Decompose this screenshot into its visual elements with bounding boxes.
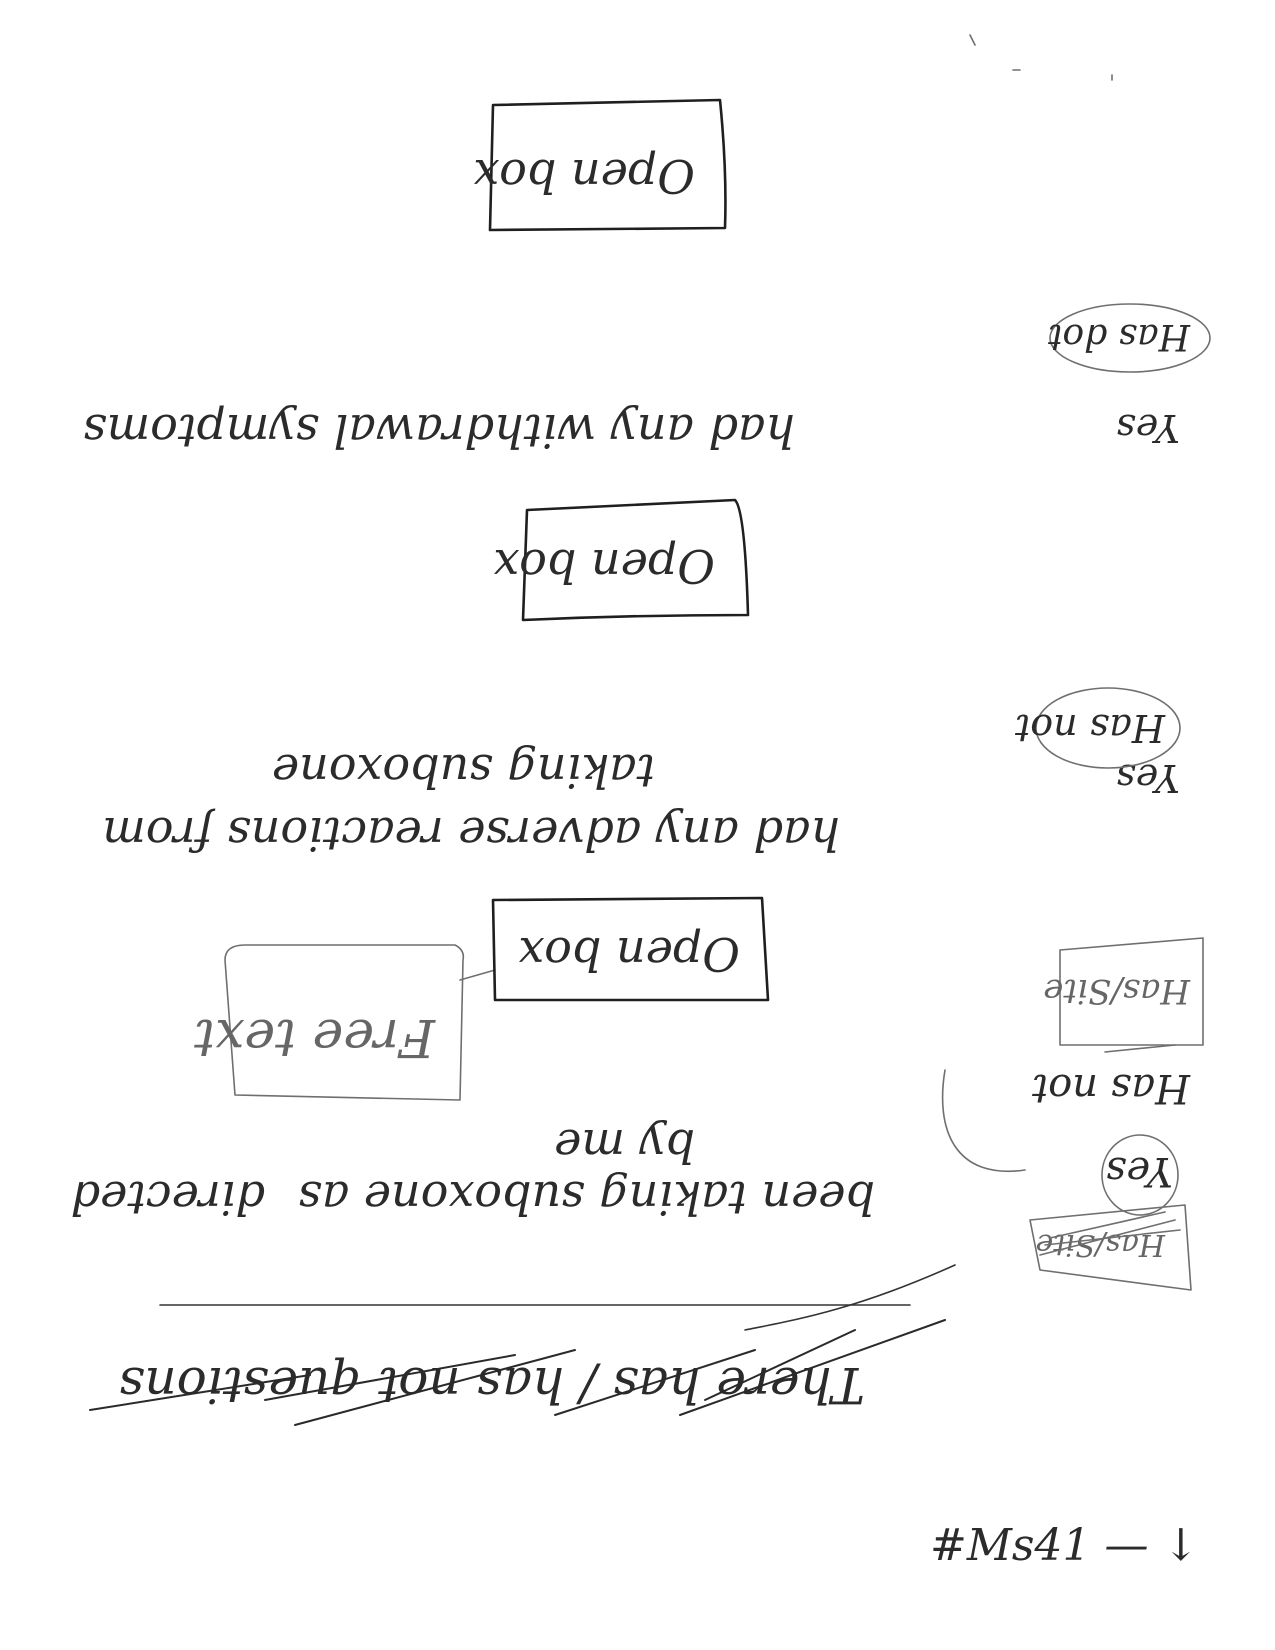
free-text-connector [459,969,496,981]
option-no-3: Has dot [1048,316,1191,357]
separator-tail [744,1264,956,1331]
connector-line [941,1069,1026,1173]
statement-1-line2: by me [554,1119,695,1173]
yes-circle-1 [1101,1134,1179,1216]
free-text-label: Free text [194,1007,436,1067]
statement-1-line1: been taking suboxone as [298,1171,875,1225]
open-box-1 [491,896,770,1002]
header-strike-lines [89,1319,946,1426]
no-circle-3 [1049,303,1211,373]
open-box-3-label: Open box [473,149,695,203]
open-box-1-label: Open box [518,927,740,981]
option-yes-1: Yes [1106,1148,1173,1194]
open-box-3 [488,98,727,232]
crossed-answer-box: Has/Site [1029,1204,1192,1291]
answer-box-1 [1059,937,1204,1046]
free-text-box [224,944,465,1101]
option-no-2: Has not [1014,706,1166,750]
statement-1-directed: directed [71,1171,265,1225]
statement-2-line1: had any adverse reactions from [102,807,840,861]
statement-3: had any withdrawal symptoms [83,404,795,458]
svg-text:Has/Site: Has/Site [1035,1227,1166,1262]
page-code: #Ms41 — ↓ [930,1520,1199,1571]
option-yes-2: Yes [1116,756,1180,800]
answer-box-1-label: Has/Site [1043,971,1191,1011]
open-box-2 [521,498,750,622]
header-question: There has / has not questions [119,1356,865,1414]
rotated-content: There has / has not questions Has/Site [71,34,1211,1426]
stray-mark-1 [969,34,976,46]
open-box-2-label: Open box [493,539,715,593]
no-circle-2 [1035,687,1181,769]
option-yes-3: Yes [1116,406,1180,450]
option-no-1: Has not [1031,1065,1191,1111]
statement-2-line2: taking suboxone [272,744,655,798]
